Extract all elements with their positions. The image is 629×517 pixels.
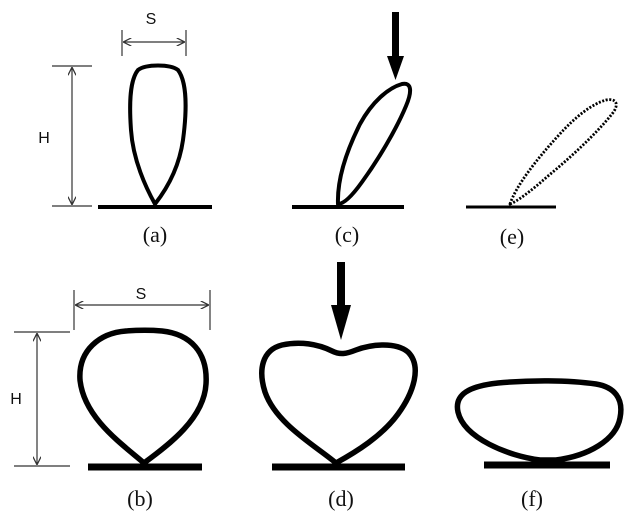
flattened-loop-shape-f — [454, 378, 624, 463]
panel-e: (e) — [466, 98, 618, 249]
down-arrow-icon — [387, 12, 404, 80]
h-dimension-label-b: H — [10, 391, 22, 408]
panel-b: S H (b) — [10, 286, 211, 511]
panel-label-f: (f) — [521, 486, 543, 511]
panel-c: (c) — [292, 12, 413, 247]
panel-label-b: (b) — [127, 486, 153, 511]
panel-label-a: (a) — [143, 222, 167, 247]
dented-loop-shape-d — [259, 340, 418, 466]
upright-loop-shape-a — [128, 63, 188, 206]
panel-d: (d) — [259, 262, 418, 511]
panel-label-e: (e) — [500, 224, 524, 249]
panel-f: (f) — [454, 378, 624, 511]
s-dimension-label-b: S — [136, 286, 147, 303]
leaning-loop-shape-c — [335, 81, 413, 206]
s-dimension-label-a: S — [146, 11, 157, 28]
collapsed-loop-shape-e — [508, 98, 618, 206]
panel-a: S H (a) — [38, 11, 212, 247]
panel-label-c: (c) — [335, 222, 359, 247]
down-arrow-icon — [331, 262, 351, 340]
panel-label-d: (d) — [328, 486, 354, 511]
round-loop-shape-b — [77, 327, 209, 466]
h-dimension-label-a: H — [38, 130, 50, 147]
